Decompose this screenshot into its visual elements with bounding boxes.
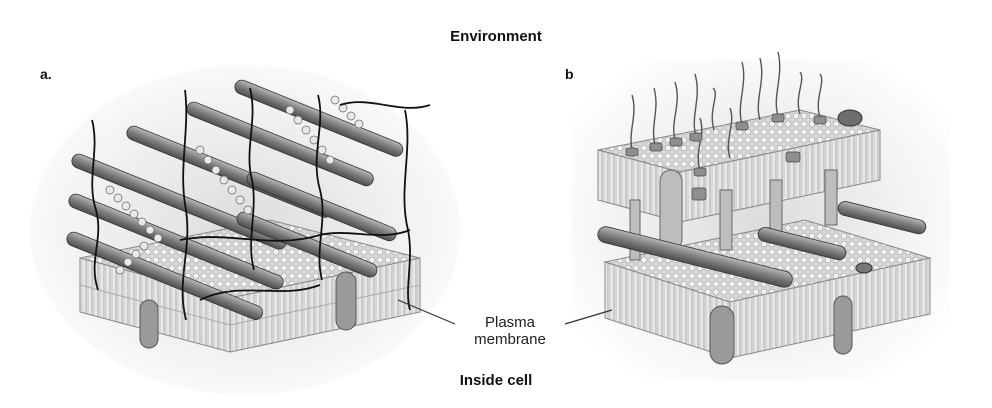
callout-line-left: [397, 299, 456, 325]
fiber-rods-b: [597, 201, 927, 288]
plasma-membrane-callout: Plasma membrane: [455, 314, 565, 348]
inside-cell-label: Inside cell: [459, 372, 533, 389]
callout-line-right: [564, 309, 613, 325]
environment-label: Environment: [450, 28, 542, 45]
panel-b-diagram: [597, 51, 932, 365]
lower-surface-protein-b: [855, 262, 873, 274]
membrane-protein-b1: [709, 305, 735, 365]
panel-b-label: b.: [565, 66, 578, 82]
junction-pillars-b: [629, 169, 838, 261]
surface-protein-large-b: [837, 109, 863, 127]
membrane-protein-a1: [139, 299, 159, 349]
membrane-protein-b2: [833, 295, 853, 355]
bead-chains-a: [105, 95, 364, 275]
dark-fibers-a: [91, 87, 431, 321]
membrane-protein-a2: [335, 271, 357, 331]
callout-line-1: Plasma: [484, 314, 536, 331]
glycocalyx-strands-b: [630, 51, 823, 171]
panel-a-label: a.: [40, 66, 52, 82]
callout-line-2: membrane: [474, 331, 546, 348]
surface-proteins-b: [625, 113, 827, 201]
fiber-rods-a: [66, 79, 404, 320]
panel-a-diagram: [66, 79, 431, 353]
